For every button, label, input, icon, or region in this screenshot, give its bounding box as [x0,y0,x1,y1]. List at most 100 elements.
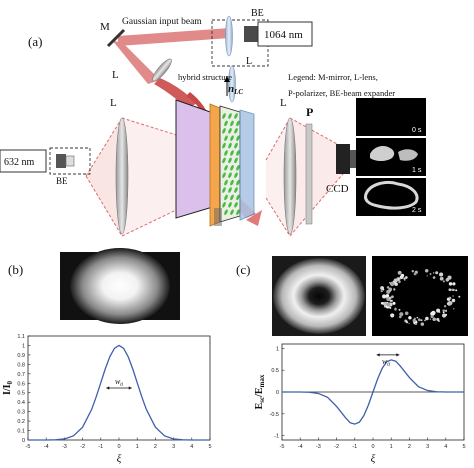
cone-edge [265,197,291,237]
speckle-ring [364,180,419,210]
lc-molecule [224,135,228,141]
x-tick-label: -4 [298,444,303,450]
sample-plate-orange [209,103,221,227]
data-line [282,359,464,425]
lc-molecule [236,194,240,201]
x-tick-label: -2 [334,444,339,450]
lc-molecule [234,128,238,134]
speckle-dot [393,278,398,283]
polarizer-label: P [306,105,313,119]
lc-molecule [236,135,240,141]
speckle-dot [404,319,408,323]
nlc-arrowhead [224,76,230,82]
laser-1064-body [257,21,313,47]
x-tick-label: 2 [154,444,157,450]
legend-line-2: P-polarizer, BE-beam expander [288,88,395,98]
gaussian-beam-label: Gaussian input beam [122,17,202,27]
speckle-dot [397,270,402,275]
speckle-dot [445,278,450,282]
speckle-dot [431,310,436,316]
lc-molecule [228,187,232,193]
nlc-label: nLC [228,83,243,96]
speckle-dot [380,286,385,290]
be-top-label: BE [251,8,264,19]
speckle-dot [412,318,417,323]
x-tick-label: 1 [390,444,393,450]
speckle-dot [398,308,401,311]
speckle-dot [443,305,447,308]
be-left-label: BE [56,176,68,186]
beam-exit-arrow [246,210,262,226]
lc-molecule [228,172,232,178]
speckle-dot [383,303,385,306]
speckle-dot [408,322,410,325]
lc-molecule [230,194,234,201]
lc-molecules [222,113,240,215]
lc-molecule [224,165,228,171]
speckle-dot [408,316,412,320]
data-line [28,344,210,441]
y-tick-label: 0.4 [17,400,25,406]
lc-molecule [230,179,234,186]
speckle-dot [426,275,428,277]
x-tick-label: 4 [444,444,447,450]
speckle-dot [429,273,432,275]
speckle-dot [399,312,404,317]
be-lens-lower [228,65,236,103]
speckle-dot [386,302,391,307]
panel-label-b: (b) [8,262,23,277]
laser-1064-head [244,26,258,42]
be-left-part [56,154,66,168]
speckle-dot [416,316,419,319]
cone-edge [85,175,123,237]
lc-molecule [224,150,228,156]
time-label: 2 s [412,207,422,214]
speckle-dot [404,311,409,316]
speckle-dot [451,298,456,303]
speckle-dot [439,272,444,277]
speckle-dot [452,295,454,297]
y-tick-label: 1.1 [17,334,25,340]
speckle-dot [404,276,408,279]
lc-molecule [234,113,238,119]
speckle-dot [414,322,418,326]
lc-molecule [222,202,226,208]
hybrid-structure-label: hybrid structure [178,72,232,82]
speckle-dot [420,322,425,326]
beam-cone-right [266,118,290,236]
lens-right [283,117,297,235]
speckle-dot [436,317,440,321]
time-label: 1 s [412,167,422,174]
lc-molecule [228,113,232,119]
speckle-dot [386,306,389,308]
ccd-frame-2s: 2 s [356,178,426,216]
y-tick-label: 1 [22,343,25,349]
speckle-dot [448,296,452,299]
width-annotation: w0 [382,357,390,368]
speckle-dot [413,272,417,276]
lc-molecule [224,120,228,127]
lc-molecule [222,128,226,134]
speckle-dot [441,313,447,318]
x-tick-label: 5 [208,444,211,450]
speckle-dot [420,319,423,322]
y-tick-label: 0 [276,390,279,396]
speckle-dot [452,308,455,310]
lc-molecule [236,209,240,215]
speckle-dot [455,289,458,292]
speckle-dot [433,272,435,274]
y-tick-label: 0.5 [17,391,25,397]
focus-lens-label: L [112,69,119,81]
speckle-dot [386,289,391,294]
speckle-dot [432,276,436,279]
x-tick-label: 4 [190,444,193,450]
lc-molecule [228,128,232,134]
y-tick-label: -0.5 [270,412,279,418]
speckle-dot [398,315,402,319]
lc-molecule [234,187,238,193]
speckle-dot [442,309,445,312]
y-tick-label: 0.7 [17,372,25,378]
